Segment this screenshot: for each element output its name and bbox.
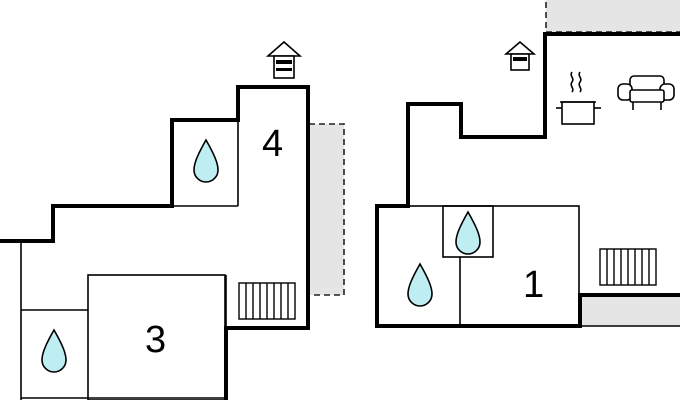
terrace-area-bottom <box>580 295 680 326</box>
room-number-1: 1 <box>523 264 544 306</box>
water-drop-icon <box>193 138 219 183</box>
chimney-icon <box>503 40 537 71</box>
right-building-outer-wall <box>406 32 680 208</box>
room-number-4: 4 <box>262 123 283 165</box>
cooking-pot-icon <box>556 71 601 125</box>
right-building <box>375 32 680 328</box>
water-drop-icon <box>407 262 433 307</box>
chimney-icon <box>265 40 303 79</box>
terrace-area-top <box>545 0 680 33</box>
sofa-icon <box>617 75 675 110</box>
left-building <box>0 85 310 400</box>
water-drop-icon <box>41 328 67 373</box>
room-number-3: 3 <box>145 319 166 361</box>
radiator-icon <box>599 248 657 286</box>
radiator-icon <box>238 282 296 320</box>
water-drop-icon <box>455 210 481 255</box>
terrace-area-left <box>308 123 345 296</box>
room-1-outline <box>376 205 580 327</box>
room-3-outline <box>87 274 226 400</box>
room-1-bath-outline <box>442 205 494 258</box>
